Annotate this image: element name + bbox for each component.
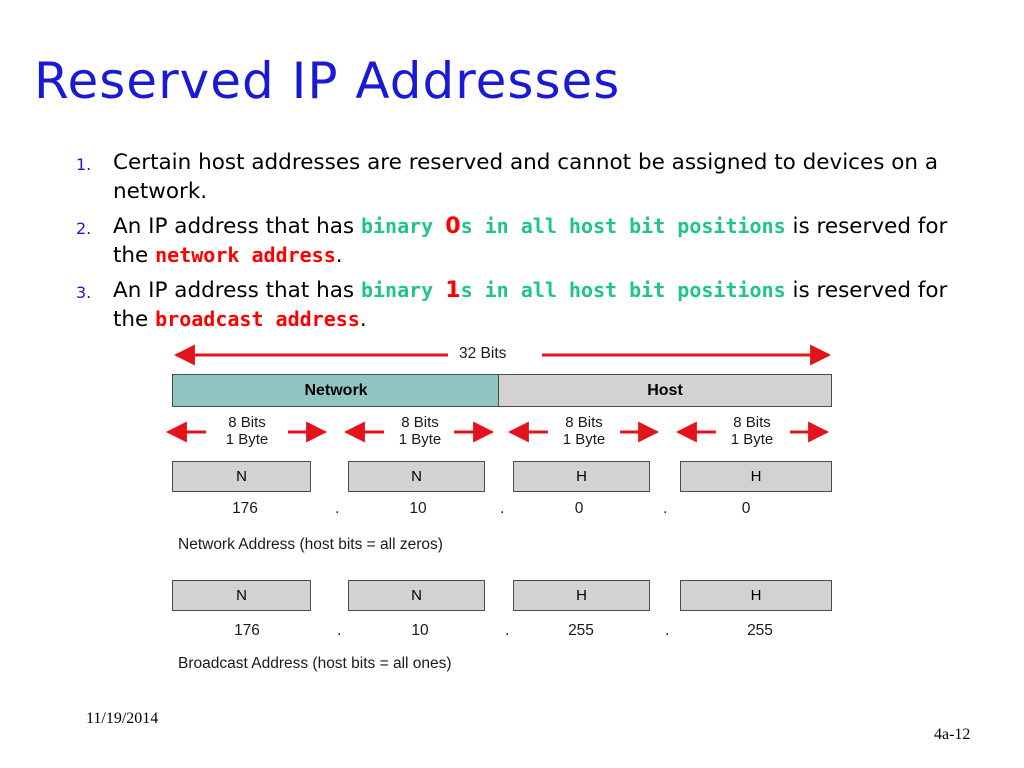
host-portion: Host xyxy=(498,374,832,407)
highlight-binary: binary xyxy=(360,214,446,238)
dot-separator: . xyxy=(337,622,342,639)
network-seg-3: H xyxy=(513,461,650,492)
network-value-4: 0 xyxy=(741,500,751,517)
bullet-text: . xyxy=(335,243,343,268)
byte-bits: 8 Bits xyxy=(565,414,603,431)
network-seg-1: N xyxy=(172,461,311,492)
broadcast-value-3: 255 xyxy=(568,622,594,639)
bullet-number: 2. xyxy=(76,219,92,238)
broadcast-address-caption: Broadcast Address (host bits = all ones) xyxy=(178,655,452,672)
dot-separator: . xyxy=(335,500,340,517)
bullet-text: is reserved for the xyxy=(113,214,948,268)
highlight-host-bits: s in all host bit positions xyxy=(460,278,786,302)
byte-label-1: 8 Bits 1 Byte xyxy=(205,414,289,448)
bullet-item-1: 1. Certain host addresses are reserved a… xyxy=(76,148,956,206)
byte-bits: 8 Bits xyxy=(401,414,439,431)
highlight-binary: binary xyxy=(360,278,446,302)
dot-separator: . xyxy=(665,622,670,639)
network-value-2: 10 xyxy=(409,500,427,517)
dot-separator: . xyxy=(663,500,668,517)
network-seg-2: N xyxy=(348,461,485,492)
byte-bits: 8 Bits xyxy=(733,414,771,431)
bullet-item-3: 3. An IP address that has binary 1s in al… xyxy=(76,276,956,334)
dot-separator: . xyxy=(505,622,510,639)
byte-label-3: 8 Bits 1 Byte xyxy=(544,414,624,448)
broadcast-seg-1: N xyxy=(172,580,311,611)
bullet-list: 1. Certain host addresses are reserved a… xyxy=(76,148,956,340)
bullet-number: 1. xyxy=(76,155,92,174)
slide-number: 4a-12 xyxy=(934,726,971,743)
byte-bytes: 1 Byte xyxy=(730,431,774,448)
bullet-text: Certain host addresses are reserved and … xyxy=(113,150,939,204)
broadcast-value-2: 10 xyxy=(411,622,429,639)
footer-date: 11/19/2014 xyxy=(86,710,159,727)
bullet-text: An IP address that has xyxy=(113,214,361,239)
highlight-digit: 1 xyxy=(445,278,461,303)
bullet-number: 3. xyxy=(76,283,92,302)
total-bits-label: 32 Bits xyxy=(459,345,507,362)
network-value-1: 176 xyxy=(232,500,258,517)
byte-label-4: 8 Bits 1 Byte xyxy=(710,414,794,448)
bullet-text: . xyxy=(359,307,367,332)
byte-label-2: 8 Bits 1 Byte xyxy=(378,414,462,448)
highlight-broadcast-address: broadcast address xyxy=(155,307,360,331)
dot-separator: . xyxy=(500,500,505,517)
network-portion: Network xyxy=(172,374,500,407)
slide-title: Reserved IP Addresses xyxy=(34,52,621,110)
bullet-text: An IP address that has xyxy=(113,278,361,303)
bullet-item-2: 2. An IP address that has binary 0s in al… xyxy=(76,212,956,270)
byte-bytes: 1 Byte xyxy=(562,431,606,448)
byte-bytes: 1 Byte xyxy=(398,431,442,448)
highlight-host-bits: s in all host bit positions xyxy=(460,214,786,238)
broadcast-seg-3: H xyxy=(513,580,650,611)
byte-bits: 8 Bits xyxy=(228,414,266,431)
byte-bytes: 1 Byte xyxy=(225,431,269,448)
broadcast-seg-2: N xyxy=(348,580,485,611)
broadcast-value-4: 255 xyxy=(747,622,773,639)
bullet-text: is reserved for the xyxy=(113,278,948,332)
network-address-caption: Network Address (host bits = all zeros) xyxy=(178,536,443,553)
network-value-3: 0 xyxy=(574,500,584,517)
broadcast-seg-4: H xyxy=(680,580,832,611)
network-seg-4: H xyxy=(680,461,832,492)
highlight-digit: 0 xyxy=(445,214,461,239)
broadcast-value-1: 176 xyxy=(234,622,260,639)
highlight-network-address: network address xyxy=(155,243,336,267)
